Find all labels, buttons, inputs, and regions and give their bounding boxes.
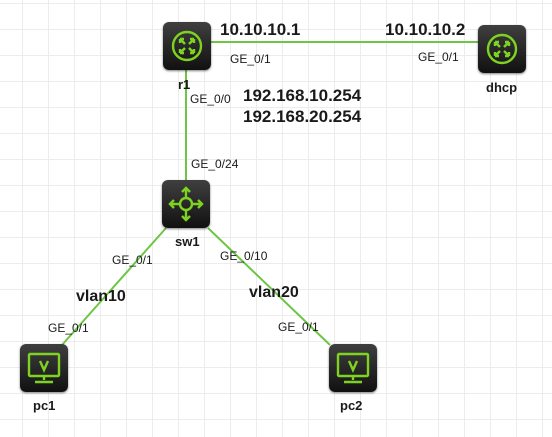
router-r1-name: r1 — [178, 77, 191, 92]
sw1-port-to-pc1: GE_0/1 — [112, 253, 153, 267]
pc-pc2[interactable] — [329, 344, 377, 392]
link-sw1-pc2[interactable] — [207, 227, 331, 346]
sw1-port-to-r1: GE_0/24 — [191, 157, 239, 171]
monitor-icon — [27, 352, 61, 384]
link-sw1-pc1[interactable] — [61, 227, 167, 346]
r1-gateway-ip-2: 192.168.20.254 — [243, 107, 362, 126]
dhcp-port-to-r1: GE_0/1 — [418, 50, 459, 64]
vlan10-label: vlan10 — [76, 288, 126, 305]
pc-pc2-name: pc2 — [340, 398, 363, 413]
router-arrows-icon — [171, 30, 203, 62]
monitor-icon — [336, 352, 370, 384]
router-r1[interactable] — [163, 22, 211, 70]
r1-port-to-sw1: GE_0/0 — [190, 92, 231, 106]
router-dhcp[interactable] — [478, 25, 526, 73]
pc-pc1[interactable] — [20, 344, 68, 392]
switch-sw1[interactable] — [162, 180, 210, 228]
router-arrows-icon — [486, 33, 518, 65]
router-dhcp-name: dhcp — [486, 80, 518, 95]
r1-port-to-dhcp: GE_0/1 — [230, 52, 271, 66]
sw1-port-to-pc2: GE_0/10 — [220, 249, 268, 263]
r1-ip-label: 10.10.10.1 — [220, 20, 301, 39]
switch-sw1-name: sw1 — [175, 234, 200, 249]
vlan20-label: vlan20 — [249, 284, 299, 301]
dhcp-ip-label: 10.10.10.2 — [385, 20, 466, 39]
pc2-port-to-sw1: GE_0/1 — [278, 320, 319, 334]
pc1-port-to-sw1: GE_0/1 — [48, 321, 89, 335]
r1-gateway-ip-1: 192.168.10.254 — [243, 86, 362, 105]
l3-switch-cross-arrows-icon — [168, 186, 204, 222]
pc-pc1-name: pc1 — [33, 398, 56, 413]
